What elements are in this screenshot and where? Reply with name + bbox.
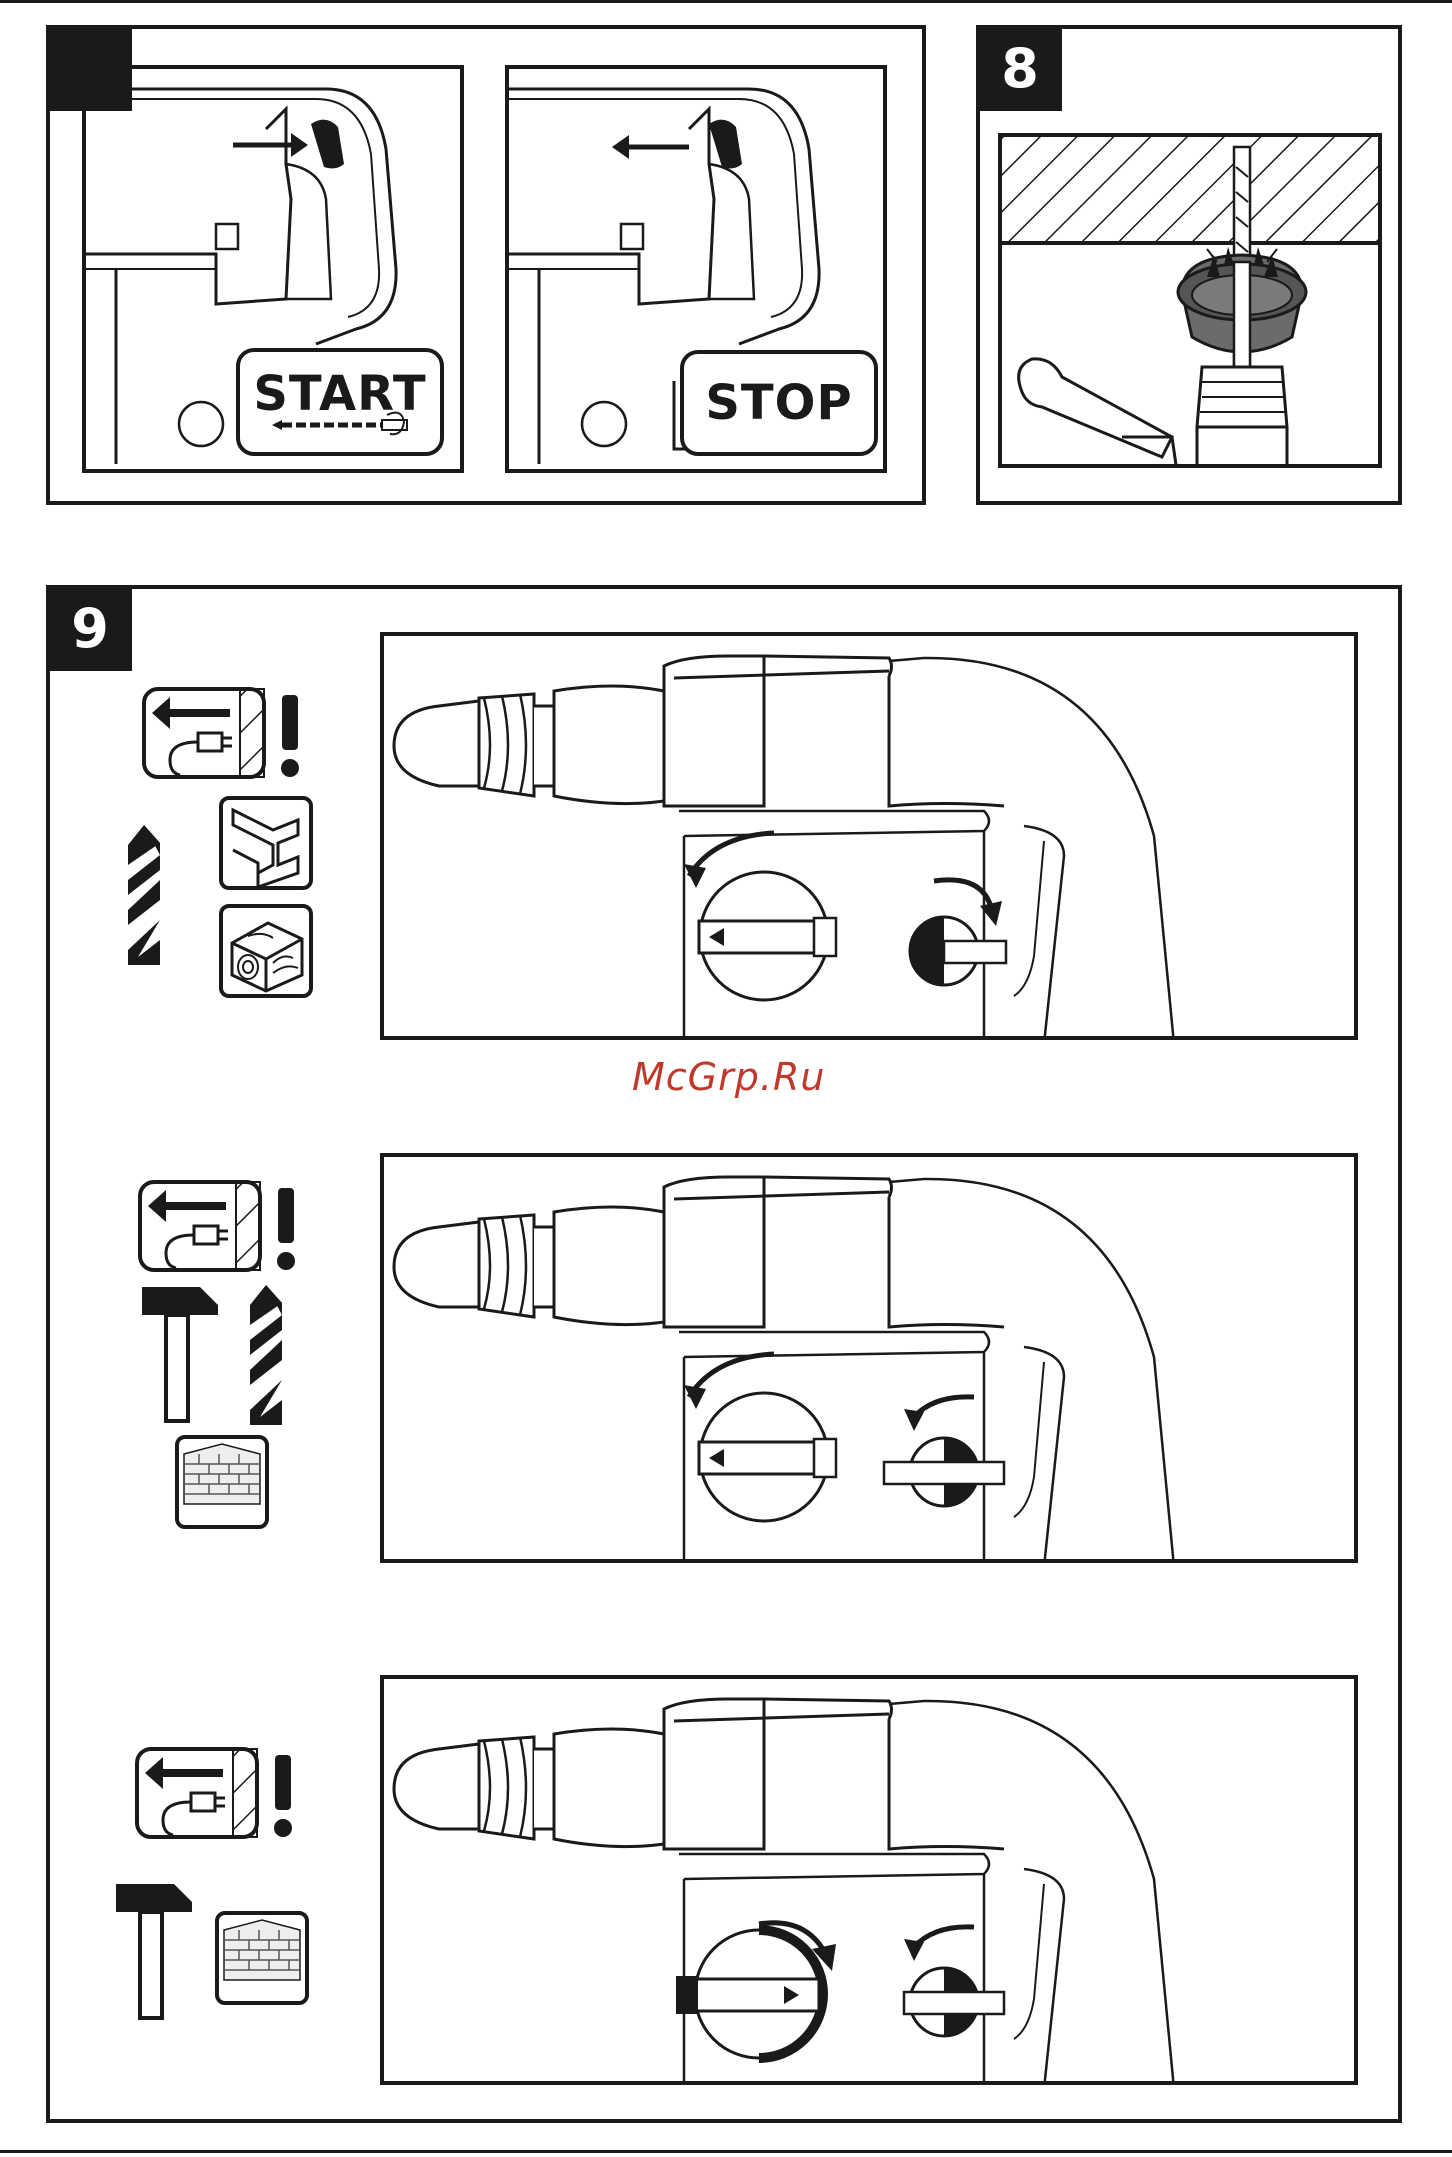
rotary-drill-body-drawing-2 [384,1157,1358,1563]
hammer-icon [140,1285,220,1425]
masonry-icon-2 [214,1910,310,2006]
step-9-number: 9 [48,587,132,671]
stop-text: STOP [705,375,852,431]
drill-mode-panel-1 [380,632,1358,1040]
unplug-warning-icon-3 [133,1745,303,1845]
top-rule [0,0,1452,3]
stop-label: STOP [680,350,878,456]
rotary-drill-body-drawing-1 [384,636,1358,1040]
hammer-icon-2 [114,1882,194,2022]
step-8-illustration [998,133,1382,468]
rotary-drill-body-drawing-3 [384,1679,1358,2085]
steel-beam-icon [218,795,314,891]
watermark-text: McGrp.Ru [632,1055,825,1099]
masonry-icon [174,1434,270,1530]
dust-cup-drilling-drawing [1002,137,1382,468]
unplug-warning-icon-2 [136,1178,306,1278]
drill-bit-rotate-icon [272,410,432,440]
drill-mode-panel-2 [380,1153,1358,1563]
drill-bit-icon-2 [246,1285,286,1430]
bottom-rule [0,2150,1452,2153]
wood-icon [218,903,314,999]
unplug-warning-icon [140,685,310,785]
drill-bit-icon [124,825,164,970]
drill-mode-panel-3 [380,1675,1358,2085]
step-8-number: 8 [978,27,1062,111]
